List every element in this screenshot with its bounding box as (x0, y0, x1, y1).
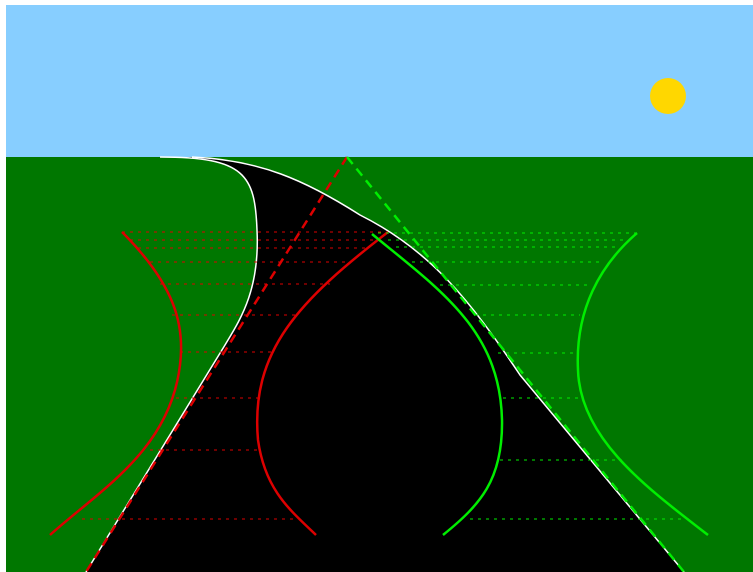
right-outer-curve (576, 232, 709, 536)
left-vanishing-line (84, 156, 349, 572)
left-inner-curve (255, 231, 389, 536)
left-outer-curve (49, 231, 183, 536)
left-hatching (82, 231, 382, 520)
left-guides (49, 156, 389, 572)
right-hatching (378, 232, 690, 520)
road (86, 157, 684, 572)
road-edge-left (85, 156, 259, 572)
sun (650, 78, 686, 114)
right-inner-curve (371, 233, 504, 536)
sky (6, 5, 753, 157)
right-guides (346, 156, 709, 572)
